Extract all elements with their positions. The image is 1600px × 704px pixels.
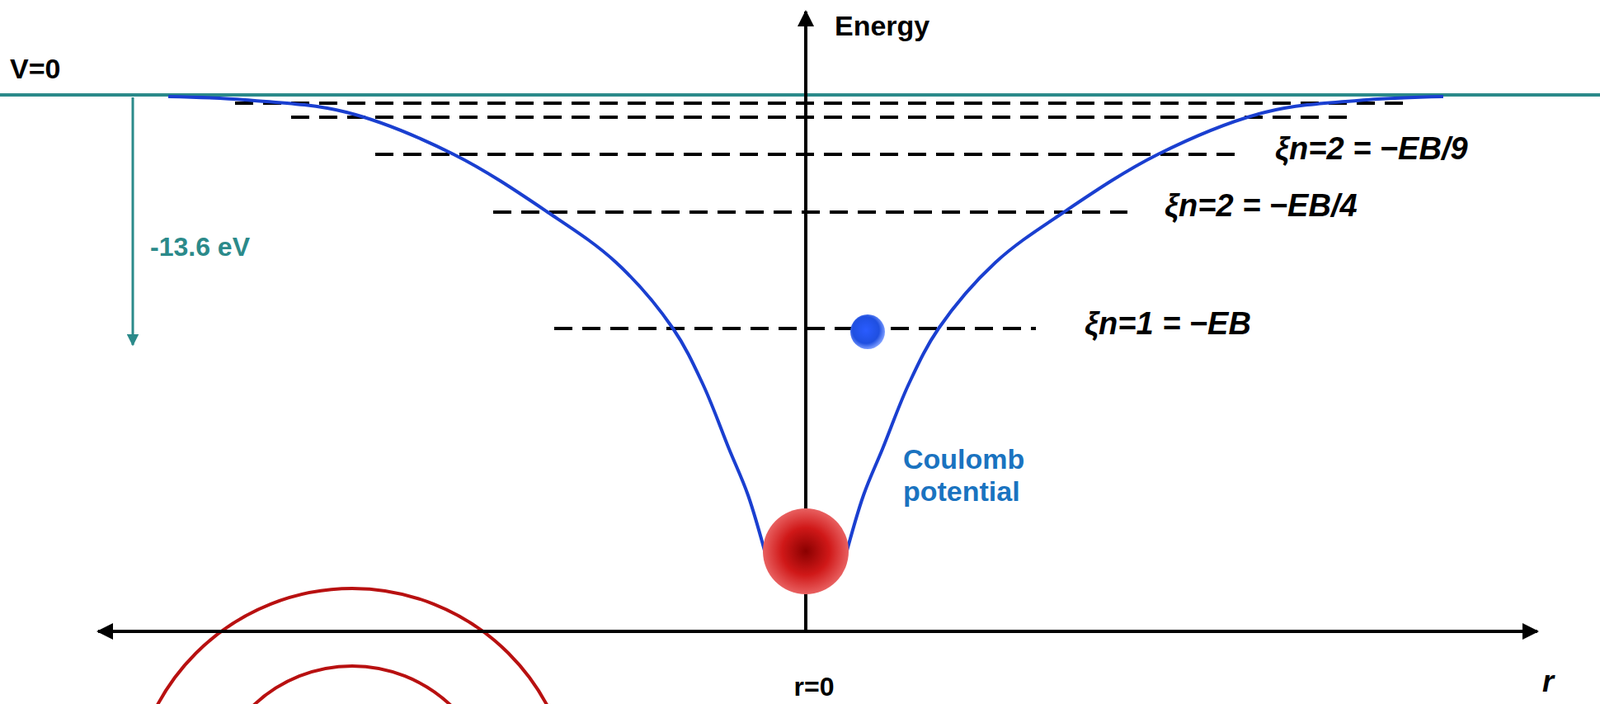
electron bbox=[850, 314, 885, 349]
origin-label: r=0 bbox=[794, 671, 835, 702]
energy-level bbox=[493, 210, 1128, 214]
zero-potential-label: V=0 bbox=[9, 52, 61, 85]
energy-levels bbox=[235, 103, 1408, 329]
zero-level-line bbox=[0, 93, 1600, 97]
binding-energy-label: -13.6 eV bbox=[150, 231, 250, 263]
axis-label: Energy bbox=[834, 9, 930, 43]
coulomb-curve bbox=[168, 96, 768, 560]
axis-label: r bbox=[1542, 663, 1554, 698]
energy-level-label: ξn=1 = −EB bbox=[1084, 305, 1252, 343]
r-axis bbox=[98, 629, 1538, 633]
nucleus bbox=[762, 508, 849, 594]
binding-energy-arrow bbox=[131, 97, 135, 345]
orbit-circle bbox=[131, 588, 574, 704]
energy-level bbox=[554, 326, 1036, 330]
energy-level-label: ξn=2 = −EB/4 bbox=[1164, 188, 1358, 225]
energy-level bbox=[291, 115, 1347, 119]
energy-level-label: ξn=2 = −EB/9 bbox=[1275, 131, 1469, 168]
curve-label: Coulomb potential bbox=[903, 442, 1060, 508]
orbit-circle bbox=[208, 665, 496, 704]
energy-level bbox=[235, 101, 1408, 105]
